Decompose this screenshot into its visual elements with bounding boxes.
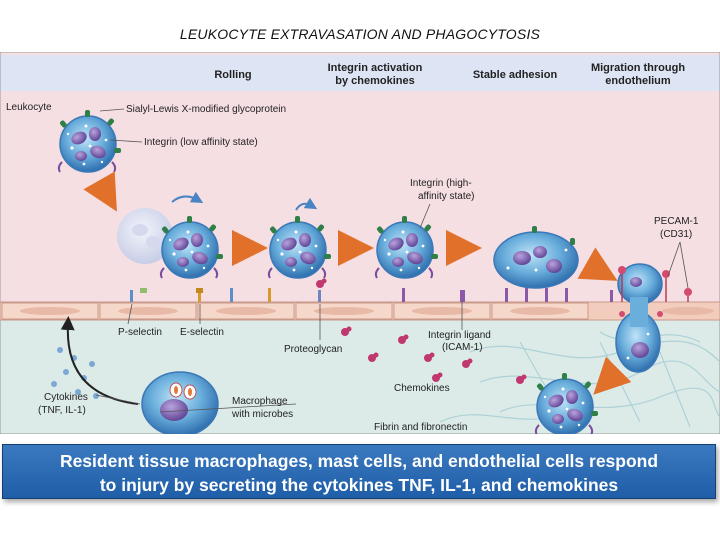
- caption-line1: Resident tissue macrophages, mast cells,…: [59, 451, 659, 471]
- ghost-cell: [117, 208, 173, 264]
- label-macrophage-line2: with microbes: [231, 409, 293, 420]
- macrophage-cell: [141, 371, 219, 434]
- label-sialyl-lewis: Sialyl-Lewis X-modified glycoprotein: [126, 104, 286, 115]
- label-chemokines: Chemokines: [394, 383, 450, 394]
- adherent-cell: [493, 226, 579, 289]
- label-integrin-high-line1: Integrin (high-: [410, 178, 472, 189]
- label-integrin-low: Integrin (low affinity state): [144, 137, 258, 148]
- label-cytokines-line2: (TNF, IL-1): [38, 405, 86, 416]
- pecam-molecules: [618, 266, 692, 317]
- figure-title: LEUKOCYTE EXTRAVASATION AND PHAGOCYTOSIS: [179, 26, 541, 42]
- label-integrin-ligand-line1: Integrin ligand: [428, 330, 491, 341]
- label-pecam-line2: (CD31): [660, 229, 692, 240]
- stage-rolling: Rolling: [214, 69, 251, 81]
- label-integrin-ligand-line2: (ICAM-1): [442, 342, 483, 353]
- stage-stable-adhesion: Stable adhesion: [473, 69, 558, 81]
- caption-box: Resident tissue macrophages, mast cells,…: [2, 444, 716, 499]
- leader-lines: [95, 108, 689, 413]
- label-proteoglycan: Proteoglycan: [284, 344, 342, 355]
- label-pecam-line1: PECAM-1: [654, 216, 699, 227]
- extravasation-diagram: Rolling Integrin activation by chemokine…: [0, 52, 720, 434]
- stage-integrin-activation-line2: by chemokines: [335, 75, 414, 87]
- stage-migration-line1: Migration through: [591, 62, 685, 74]
- endothelium: [0, 301, 720, 321]
- surface-receptors: [130, 288, 613, 302]
- label-integrin-high-line2: affinity state): [418, 191, 475, 202]
- caption-line2: to injury by secreting the cytokines TNF…: [99, 475, 619, 495]
- label-leukocyte: Leukocyte: [6, 102, 52, 113]
- label-macrophage-line1: Macrophage: [232, 396, 288, 407]
- rolling-arrows: [171, 191, 318, 211]
- stage-migration-line2: endothelium: [605, 75, 671, 87]
- stage-header-band: [0, 55, 720, 91]
- cytokine-arrow: [60, 316, 139, 405]
- motion-arrows: [83, 171, 632, 395]
- label-e-selectin: E-selectin: [180, 327, 224, 338]
- label-cytokines-line1: Cytokines: [44, 392, 88, 403]
- stage-integrin-activation-line1: Integrin activation: [328, 62, 423, 74]
- label-p-selectin: P-selectin: [118, 327, 162, 338]
- cytokine-dots: [51, 347, 99, 399]
- label-fibrin: Fibrin and fibronectin: [374, 422, 467, 433]
